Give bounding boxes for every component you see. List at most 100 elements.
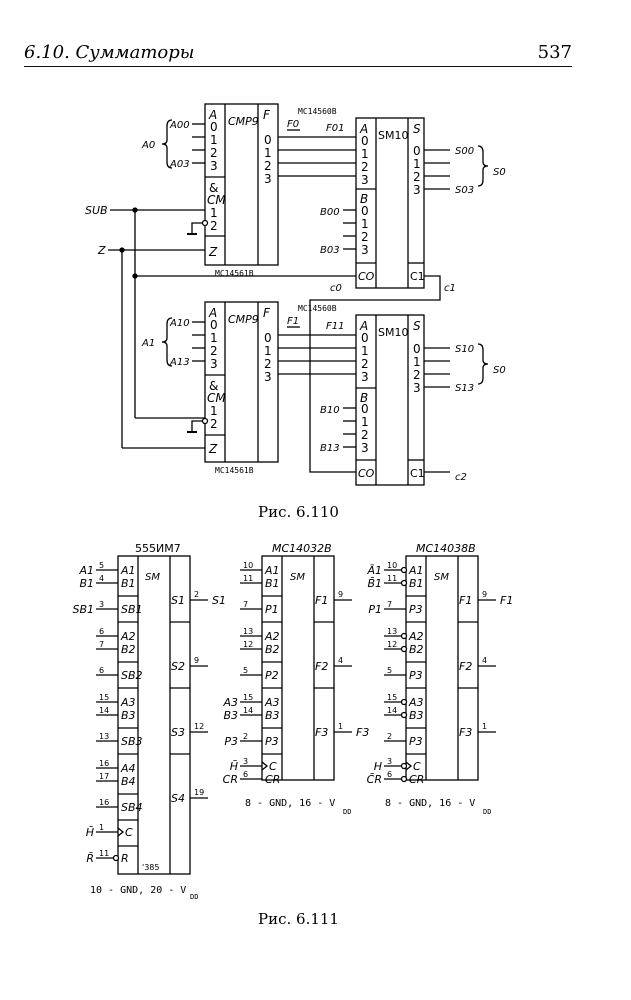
inversion-bubble (400, 698, 408, 706)
chip1-power-sub: DD (190, 893, 198, 901)
chip2-pin-number: 3 (243, 757, 248, 766)
chip1-input-label: B1 (121, 577, 136, 590)
page-header: 6.10. Сумматоры 537 (24, 40, 572, 67)
chip3-input-signal: B̄1 (367, 577, 382, 590)
fig111-pin-lines (96, 566, 496, 862)
chip2-pin-number: 2 (243, 732, 248, 741)
cmp-top-func: CMP9 (228, 115, 259, 128)
chip2-input-signal: B3 (223, 709, 238, 722)
svg-text:&: & (209, 379, 218, 393)
chip1-output-pin-number: 2 (194, 590, 199, 599)
chip2-pin-number: 10 (243, 561, 253, 570)
sm-top-b-first: B00 (320, 207, 340, 218)
chip1-pin-number: 11 (99, 849, 109, 858)
chip3-pin-number: 11 (387, 574, 397, 583)
chip1-power: 10 - GND, 20 - V (90, 885, 186, 896)
chip1-pin-number: 5 (99, 561, 104, 570)
sm-top-co: CO (358, 270, 375, 283)
chip2-output-pin-number: 9 (338, 590, 343, 599)
chip2-input-label: C (269, 760, 277, 773)
svg-text:0: 0 (264, 331, 272, 345)
cmp-top-f0: 0 (264, 133, 272, 147)
carry-c1: c1 (444, 283, 456, 294)
sm-top-c1: C1 (410, 270, 425, 283)
cmp-top-ctl2: 2 (210, 219, 218, 233)
svg-text:C1: C1 (410, 467, 425, 480)
chip1-footnote: '385 (142, 863, 159, 872)
svg-text:2: 2 (413, 170, 421, 184)
chip1-pin-number: 1 (99, 823, 104, 832)
cmp-top-in-bus: A0 (141, 140, 155, 151)
chip3-input-signal: H (374, 760, 382, 773)
chip2-input-label: P3 (265, 735, 279, 748)
cmp-top-in-first: A00 (169, 120, 190, 131)
svg-text:1: 1 (361, 344, 369, 358)
chip2-func: SM (290, 572, 305, 583)
svg-text:1: 1 (264, 344, 272, 358)
svg-text:0: 0 (413, 342, 421, 356)
chip2-input-signal: P3 (224, 735, 238, 748)
chip2-pin-number: 14 (243, 706, 253, 715)
chip1-name: 555ИМ7 (135, 542, 181, 555)
sm-bottom-out-bus: S0 (493, 365, 506, 376)
svg-text:CO: CO (358, 467, 375, 480)
chip1-pin-number: 15 (99, 693, 109, 702)
inversion-bubble (400, 762, 408, 770)
chip1-pin-number: 13 (99, 732, 109, 741)
chip2-output-signal: F3 (356, 726, 369, 739)
cmp-top-z: Z (208, 245, 218, 259)
cmp-top-ctl1: 1 (210, 206, 218, 220)
chip2-output-label: F2 (315, 660, 328, 673)
chip3-input-label: P3 (409, 603, 423, 616)
svg-text:2: 2 (210, 344, 218, 358)
cmp-bottom-in-first: A10 (169, 318, 190, 329)
chip2-output-pin-number: 4 (338, 656, 343, 665)
chip1-func: SM (145, 572, 160, 583)
sm-bottom-b-last: B13 (320, 443, 340, 454)
sm-bottom-func: SM10 (378, 326, 408, 339)
chip3-output-signal: F1 (500, 594, 513, 607)
svg-text:1: 1 (361, 217, 369, 231)
chip3-func: SM (434, 572, 449, 583)
chip3-pin-number: 5 (387, 666, 392, 675)
chip1-output-label: S2 (171, 660, 185, 673)
svg-text:1: 1 (210, 404, 218, 418)
chip3-output-pin-number: 9 (482, 590, 487, 599)
chip3-input-signal: C̄R (367, 773, 382, 786)
svg-text:S: S (413, 319, 421, 333)
cmp-top-out-bus: F0 (287, 119, 299, 130)
svg-text:3: 3 (413, 381, 421, 395)
chip1-input-signal: R̄ (86, 852, 94, 865)
chip3-pin-number: 15 (387, 693, 397, 702)
chip1-input-label: R (121, 852, 129, 865)
cmp-top-cm: CM (207, 193, 226, 207)
sm-top-a-group: A (359, 122, 368, 136)
cmp-top-f3: 3 (264, 172, 272, 186)
chip3-pin-number: 3 (387, 757, 392, 766)
svg-text:Z: Z (208, 442, 218, 456)
cmp-top-f2: 2 (264, 159, 272, 173)
inversion-bubble (112, 854, 120, 862)
chip1-input-signal: B1 (79, 577, 94, 590)
sm-bottom-outline (355, 314, 425, 486)
chip2-outline (261, 555, 335, 781)
chip1-pin-number: 4 (99, 574, 104, 583)
chip2-input-label: B3 (265, 709, 280, 722)
chip3-output-label: F3 (459, 726, 472, 739)
sm-top-outline (355, 117, 425, 289)
svg-text:1: 1 (210, 331, 218, 345)
clock-triangle (261, 761, 269, 771)
sm-bottom-b-first: B10 (320, 405, 340, 416)
cmp-top-a2: 2 (210, 146, 218, 160)
chip3-name: MC14038B (416, 542, 476, 555)
chip3-input-label: CR (409, 773, 424, 786)
svg-text:3: 3 (361, 173, 369, 187)
inversion-bubble (400, 579, 408, 587)
page-number: 537 (537, 42, 572, 63)
svg-text:0: 0 (361, 204, 369, 218)
svg-text:1: 1 (361, 415, 369, 429)
chip2-input-label: CR (265, 773, 280, 786)
cmp-top-in-last: A03 (169, 159, 190, 170)
section-title: 6.10. Сумматоры (24, 42, 195, 63)
